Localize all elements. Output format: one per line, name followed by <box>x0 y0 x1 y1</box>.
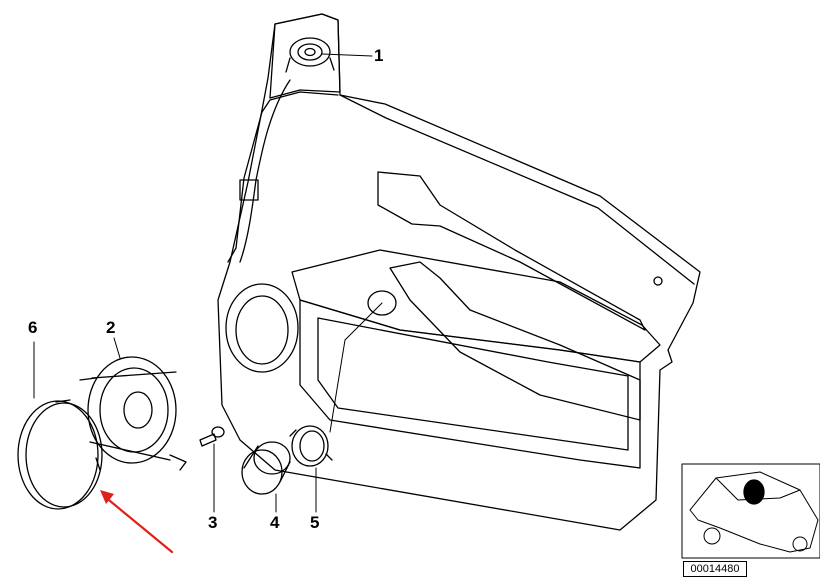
spacer-ring-part-4 <box>241 441 291 495</box>
armrest-outline <box>291 249 661 363</box>
leader-line-1 <box>321 53 373 57</box>
leader-line-5b <box>329 302 383 433</box>
map-pocket-outline <box>299 299 641 469</box>
door-panel-upper-edge <box>227 91 339 263</box>
red-pointer-arrow <box>100 490 174 554</box>
inset-door-highlight <box>743 479 765 505</box>
callout-1: 1 <box>374 46 384 65</box>
callout-6: 6 <box>28 318 38 337</box>
retaining-ring-part-5 <box>289 425 333 467</box>
cable-clip <box>239 179 259 201</box>
part-number-label: 00014480 <box>683 561 747 577</box>
callout-3: 3 <box>208 513 218 532</box>
inset-car-frame <box>681 463 820 559</box>
callout-4: 4 <box>270 513 280 532</box>
armrest-handle <box>377 171 646 331</box>
lock-knob-hole <box>367 290 397 316</box>
mirror-corner-panel <box>269 13 341 99</box>
speaker-part-2 <box>79 356 187 471</box>
leader-line-2 <box>113 337 121 359</box>
inner-grip-recess <box>389 261 641 421</box>
speaker-cover-part-6 <box>17 399 103 510</box>
door-panel-outline <box>217 13 701 531</box>
callout-5: 5 <box>310 513 320 532</box>
screw-part-3 <box>199 426 225 447</box>
screw-hole <box>653 276 663 286</box>
callout-2: 2 <box>106 318 116 337</box>
tweeter-part-1 <box>285 37 335 73</box>
door-panel-top-rim <box>339 94 695 285</box>
map-pocket-inner <box>317 317 629 451</box>
speaker-opening-inner <box>235 295 289 365</box>
speaker-opening-outer <box>225 283 299 373</box>
